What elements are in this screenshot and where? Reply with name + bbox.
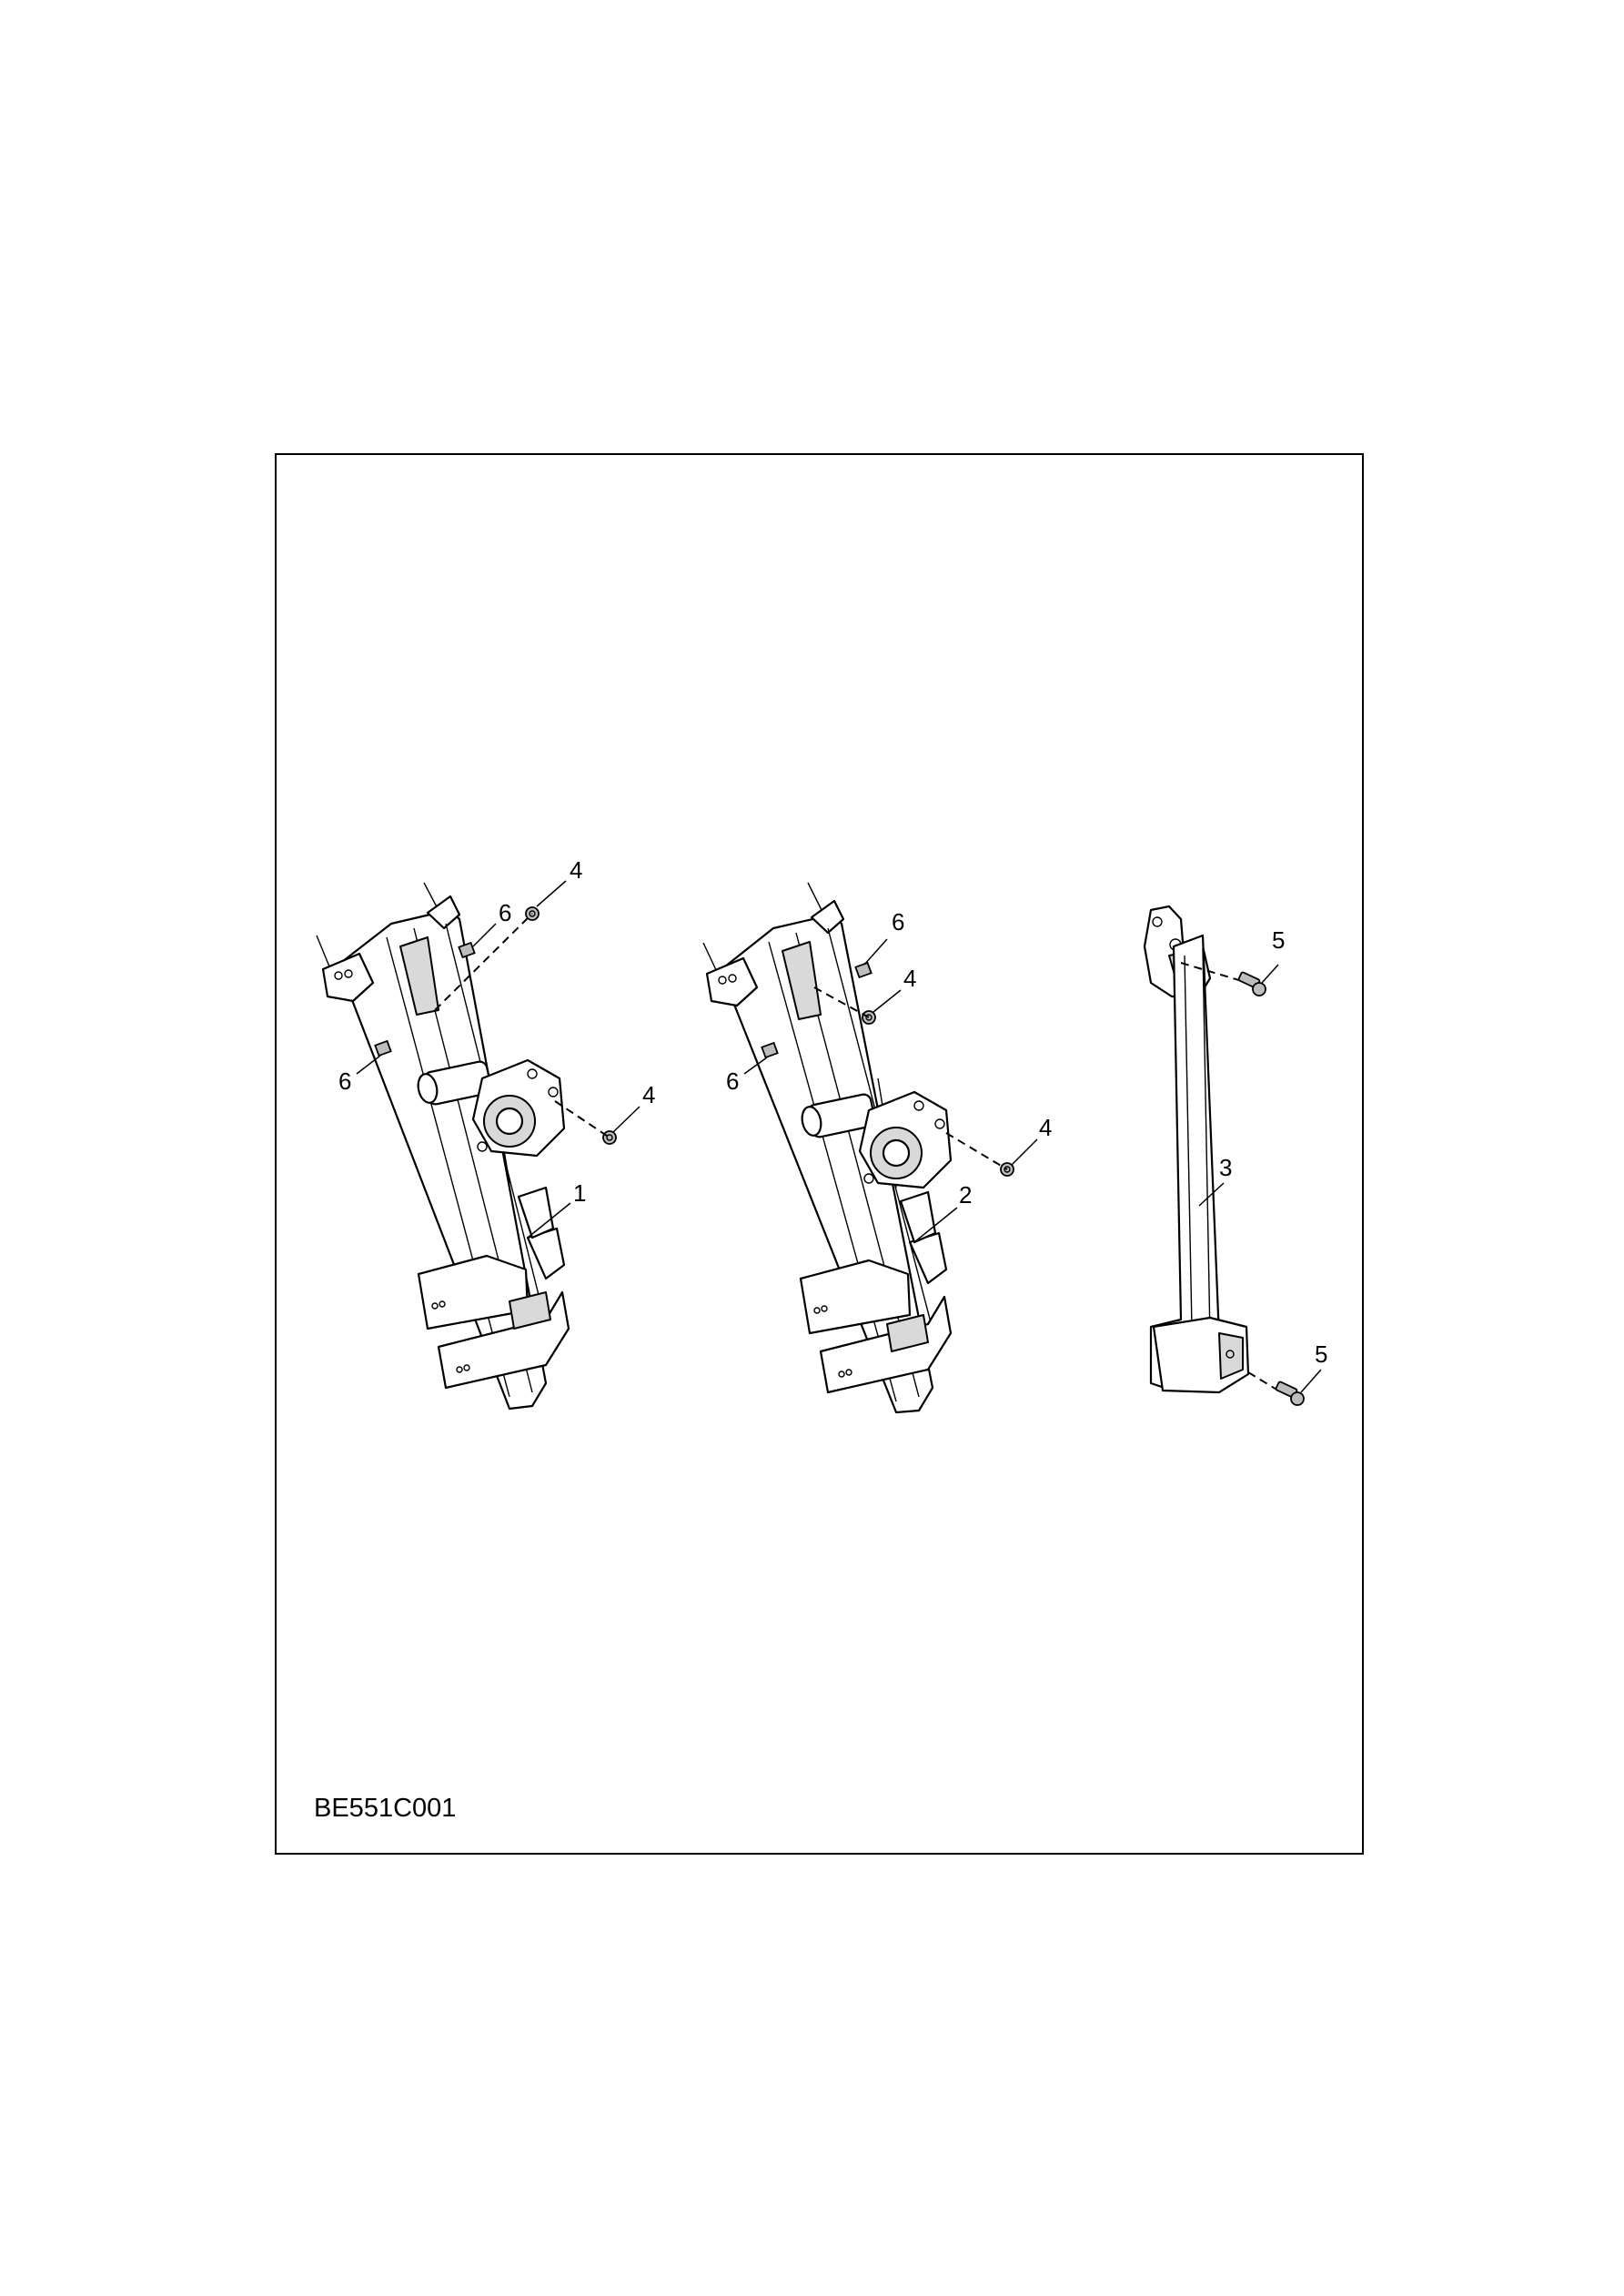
callout-6-reg2-top: 6 [892, 908, 904, 936]
callout-3-rail: 3 [1219, 1154, 1232, 1181]
window-regulator-1 [316, 880, 641, 1411]
callout-6-reg2-left: 6 [726, 1067, 739, 1095]
bolt-6-lower [374, 1039, 392, 1057]
callout-2-regulator: 2 [959, 1181, 972, 1209]
window-regulator-2 [702, 882, 1038, 1414]
bolt-6-upper [854, 961, 873, 979]
callout-4-reg1-bottom: 4 [642, 1081, 655, 1108]
callout-6-reg1-left: 6 [338, 1067, 351, 1095]
nut-4-lower [602, 1130, 617, 1145]
callout-6-reg1-top: 6 [499, 899, 511, 926]
callout-4-reg2-bottom: 4 [1039, 1114, 1052, 1141]
callout-5-rail-top: 5 [1272, 926, 1285, 954]
bolt-5-lower [1247, 1371, 1305, 1406]
diagram-frame [275, 453, 1364, 1855]
figure-code: BE551C001 [314, 1794, 456, 1823]
glass-channel-rail-3 [1143, 905, 1322, 1406]
bolt-5-upper [1180, 962, 1266, 996]
bolt-6-lower [761, 1041, 779, 1059]
callout-4-reg2-top: 4 [903, 965, 916, 992]
callout-5-rail-bottom: 5 [1315, 1340, 1327, 1368]
callout-1-regulator: 1 [573, 1179, 586, 1207]
callout-4-reg1-top: 4 [570, 856, 582, 884]
bolt-6-upper [458, 941, 476, 959]
